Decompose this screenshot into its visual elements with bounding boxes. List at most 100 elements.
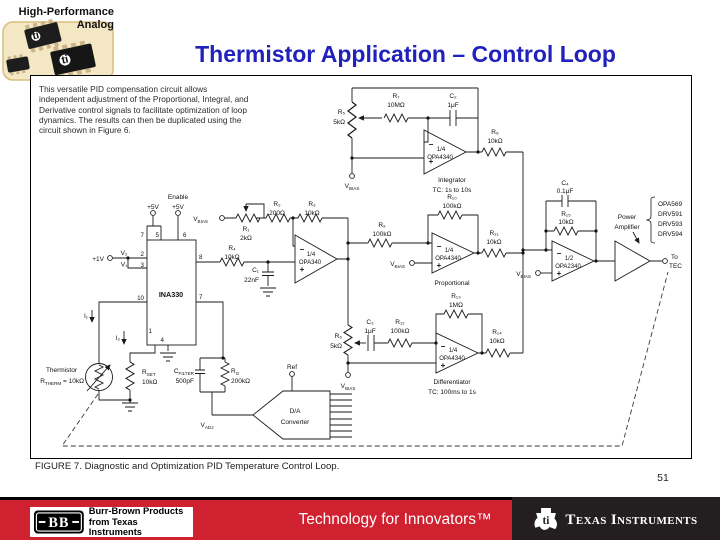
resistor-r3: R₃ 10kΩ	[297, 201, 323, 223]
device-drv591: DRV591	[658, 211, 683, 218]
current-i2: I₂	[116, 331, 127, 345]
ref-terminal	[289, 371, 295, 377]
r14-value: 10kΩ	[489, 338, 504, 345]
rset-value: 10kΩ	[142, 379, 157, 386]
pin-2: 2	[141, 251, 145, 258]
integrator-label: Integrator	[438, 177, 467, 184]
c1-value: 22nF	[244, 277, 259, 284]
resistor-rg: RG 200kΩ	[220, 361, 250, 387]
summing-plus: +	[557, 269, 562, 278]
chip-icons: ti ti	[6, 18, 96, 79]
enable-terminal	[175, 210, 181, 216]
r11-name: R₁₁	[489, 230, 499, 237]
r1-value: 2kΩ	[240, 235, 252, 242]
capacitor-c2: C₂ 1μF	[447, 93, 458, 109]
r15-value: 10kΩ	[558, 219, 573, 226]
integrator-minus: −	[429, 140, 434, 149]
differentiator-label: Differentiator	[433, 379, 471, 386]
svg-text:VBIAS: VBIAS	[516, 271, 531, 279]
svg-text:VBIAS: VBIAS	[390, 261, 405, 269]
proportional-plus: +	[437, 261, 442, 270]
r12-name: R₁₂	[395, 319, 405, 326]
resistor-rset: RSET 10kΩ	[125, 361, 157, 391]
resistor-r4: R₄ 10kΩ	[219, 245, 245, 267]
pin-5: 5	[156, 232, 160, 239]
differentiator-minus: −	[441, 342, 446, 351]
ref-label: Ref	[287, 364, 297, 371]
burr-brown-line2: from Texas Instruments	[88, 516, 142, 538]
c2-value: 1μF	[447, 102, 458, 109]
svg-text:BB: BB	[48, 515, 69, 531]
svg-text:VBIAS: VBIAS	[345, 183, 360, 191]
current-i1: I₁	[84, 310, 95, 323]
r3-name: R₃	[308, 201, 316, 208]
resistor-r7: R₇ 10MΩ	[383, 93, 409, 123]
figure-description: This versatile PID compensation circuit …	[39, 84, 249, 136]
capacitor-c4: C₄ 0.1μF	[557, 180, 574, 195]
r12-value: 100kΩ	[391, 328, 410, 335]
summing-minus: −	[557, 249, 562, 258]
burr-brown-text: Burr-Brown Products from Texas Instrumen…	[89, 506, 189, 537]
tec-output: To TEC	[662, 254, 682, 270]
r13-value: 1MΩ	[449, 302, 463, 309]
r2-name: R₂	[273, 201, 281, 208]
power-amplifier: Power Amplifier	[614, 214, 651, 282]
r8-name: R₈	[491, 129, 499, 136]
supply-5v-label: +5V	[147, 204, 159, 211]
to-tec-line1: To	[671, 254, 678, 261]
circuit-diagram: R₄ 10kΩ R₁ 2kΩ R₂ 200Ω R₃ 10kΩ C₁ 22	[40, 87, 683, 447]
capacitor-c1: C₁ 22nF	[244, 267, 260, 284]
c1-name: C₁	[252, 267, 260, 274]
dac-block: D/A Converter Ref	[252, 364, 331, 440]
capacitor-cfilter: CFILTER 500pF	[174, 368, 195, 385]
r6-value: 5kΩ	[330, 343, 342, 350]
r8-value: 10kΩ	[487, 138, 502, 145]
burr-brown-logo-box: BB Burr-Brown Products from Texas Instru…	[30, 506, 193, 537]
power-amp-line2: Amplifier	[614, 224, 640, 231]
integrator-amplifier: − + 1/4 OPA4340 Integrator TC: 1s to 10s	[423, 129, 472, 194]
burr-brown-line1: Burr-Brown Products	[88, 506, 184, 517]
pin-3: 3	[141, 262, 145, 269]
integrator-plus: +	[429, 157, 434, 166]
r4-value: 10kΩ	[224, 254, 239, 261]
to-tec-line2: TEC	[669, 263, 682, 270]
pin-7-top: 7	[141, 232, 145, 239]
vbias-terminal-integrator: VBIAS	[345, 173, 360, 191]
thermistor-symbol: Thermistor RTHERM = 10kΩ	[40, 363, 113, 392]
r7-value: 10MΩ	[387, 102, 405, 109]
figure-caption: FIGURE 7. Diagnostic and Optimization PI…	[35, 461, 340, 472]
enable-5v-label: +5V	[172, 204, 184, 211]
r4-name: R₄	[228, 245, 236, 252]
texas-instruments-logo-box: ti Texas Instruments	[512, 497, 720, 540]
supply-5v-terminal	[150, 210, 156, 216]
burr-brown-bb-icon: BB	[34, 510, 84, 534]
pin-8: 8	[199, 254, 203, 261]
c4-name: C₄	[561, 180, 569, 187]
v1-label: V₁	[121, 262, 128, 269]
input-1v: +1V V₂ V₁	[92, 250, 128, 269]
resistor-r2: R₂ 200Ω	[265, 201, 291, 223]
resistor-r11: R₁₁ 10kΩ	[481, 230, 507, 258]
cfilter-name: CFILTER	[174, 368, 195, 376]
potentiometer-r6: R₆ 5kΩ	[330, 324, 366, 356]
differentiator-amplifier: − + 1/4 OPA4340 Differentiator TC: 100ms…	[428, 332, 480, 396]
logo-line2: Analog	[77, 19, 114, 31]
c2-name: C₂	[449, 93, 457, 100]
junction-dots	[126, 116, 598, 402]
svg-text:VBIAS: VBIAS	[193, 216, 208, 224]
v2-label: V₂	[121, 250, 128, 257]
proportional-amplifier: − + 1/4 OPA4340 Proportional	[431, 232, 476, 287]
texas-instruments-wordmark: Texas Instruments	[565, 511, 698, 528]
svg-text:ti: ti	[543, 515, 550, 527]
resistor-r15: R₁₅ 10kΩ	[553, 211, 579, 236]
page-number: 51	[657, 472, 669, 484]
svg-text:ti: ti	[31, 29, 40, 42]
error-amp-plus: +	[300, 265, 305, 274]
proportional-minus: −	[437, 242, 442, 251]
supply-5v: +5V	[147, 204, 160, 216]
pin-10: 10	[137, 295, 144, 302]
error-amp-minus: −	[300, 245, 305, 254]
dac-line2: Converter	[281, 419, 310, 426]
proportional-part: OPA4340	[435, 256, 461, 262]
high-performance-analog-logo: ti ti High-Performance Analog	[2, 6, 114, 81]
